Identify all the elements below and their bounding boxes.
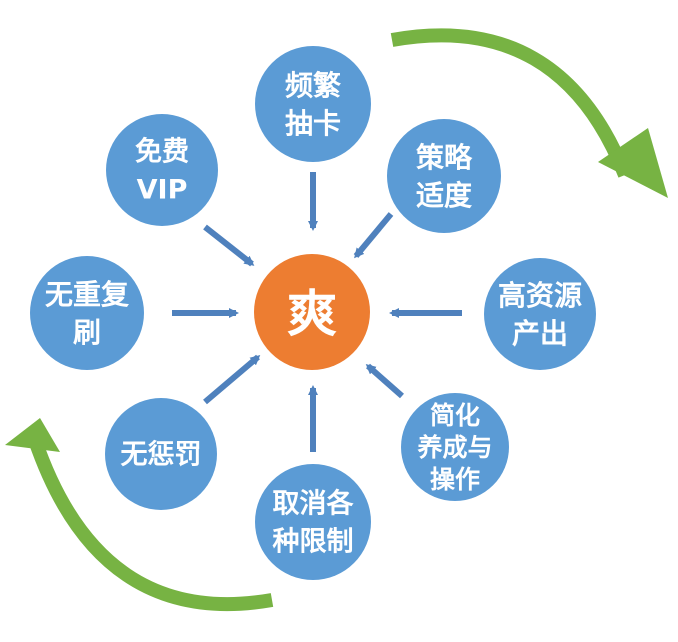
node-label-line: 产出 bbox=[512, 317, 568, 350]
node-circle bbox=[255, 464, 371, 580]
node-label-line: 适度 bbox=[416, 179, 472, 212]
node-circle bbox=[30, 256, 144, 370]
node-label-line: 操作 bbox=[430, 465, 480, 494]
node-label-line: 简化 bbox=[430, 401, 480, 430]
center-node: 爽 bbox=[254, 254, 370, 370]
node-label-line: 无重复 bbox=[45, 278, 129, 311]
node-label-line: 养成与 bbox=[416, 433, 492, 462]
node-label-line: 种限制 bbox=[273, 527, 354, 558]
node-label-line: 策略 bbox=[416, 141, 473, 174]
center-circle bbox=[254, 254, 370, 370]
node-label-line: 免费 bbox=[135, 137, 189, 168]
radial-arrow-2 bbox=[353, 212, 394, 259]
cycle-arrow-bottom-left bbox=[5, 418, 274, 611]
radial-arrow-8 bbox=[203, 224, 255, 267]
radial-arrow-6 bbox=[203, 354, 261, 405]
center-label: 爽 bbox=[287, 285, 337, 343]
node-circle bbox=[105, 398, 217, 510]
node-circle bbox=[401, 393, 509, 501]
node-label-line: 刷 bbox=[73, 316, 101, 349]
node-label-line: VIP bbox=[137, 175, 188, 206]
node-label-line: 频繁 bbox=[285, 69, 342, 102]
cycle-arrow-top-right bbox=[390, 28, 668, 198]
node-label-line: 取消各 bbox=[273, 488, 355, 520]
node-circle bbox=[255, 46, 371, 162]
node-free-vip: 免费 VIP bbox=[106, 114, 218, 226]
node-circle bbox=[106, 114, 218, 226]
node-circle bbox=[484, 258, 596, 370]
node-no-penalty: 无惩罚 bbox=[105, 398, 217, 510]
radial-arrow-4 bbox=[365, 363, 404, 399]
node-label-line: 高资源 bbox=[498, 279, 582, 312]
radial-arrows bbox=[172, 172, 462, 452]
node-label-line: 无惩罚 bbox=[121, 440, 202, 471]
node-circle bbox=[387, 119, 501, 233]
node-label-line: 抽卡 bbox=[285, 107, 341, 140]
